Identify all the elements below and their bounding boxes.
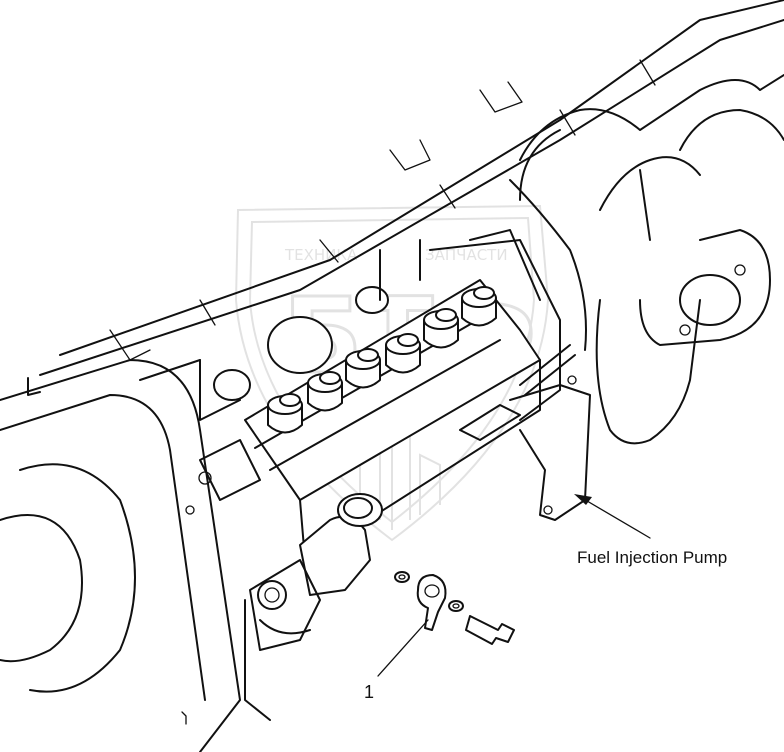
intake-manifold: [509, 74, 784, 445]
watermark-right-text: ЗАПЧАСТИ: [425, 246, 508, 264]
delivery-valve-3: [345, 348, 381, 389]
cylinder-head: [27, 0, 784, 396]
fuel-injection-pump-label: Fuel Injection Pump: [577, 548, 728, 567]
banjo-bolt: [465, 615, 515, 645]
callout-leaders: [377, 494, 651, 677]
governor-housing: [244, 493, 383, 721]
washer-upper: [394, 571, 410, 583]
delivery-valve-2: [307, 371, 343, 412]
timing-gear-housing: [0, 359, 241, 752]
banjo-fitting: [416, 574, 447, 631]
corner-mark: [181, 711, 187, 725]
delivery-valves: [267, 286, 497, 434]
pump-callout-leader: [581, 497, 651, 539]
pump-callout-arrowhead: [574, 494, 592, 505]
part-number-label: 1: [364, 682, 375, 702]
part-number-leader: [377, 619, 429, 677]
washer-lower: [448, 600, 464, 612]
delivery-valve-5: [423, 308, 459, 349]
delivery-valve-4: [385, 333, 421, 374]
engine-block-details: [139, 239, 421, 421]
watermark-top-text: ТЕХНИКА: [284, 246, 358, 264]
delivery-valve-1: [267, 393, 303, 434]
exploded-parts: [394, 571, 515, 645]
delivery-valve-6: [461, 286, 497, 327]
pump-bracket: [459, 344, 591, 521]
